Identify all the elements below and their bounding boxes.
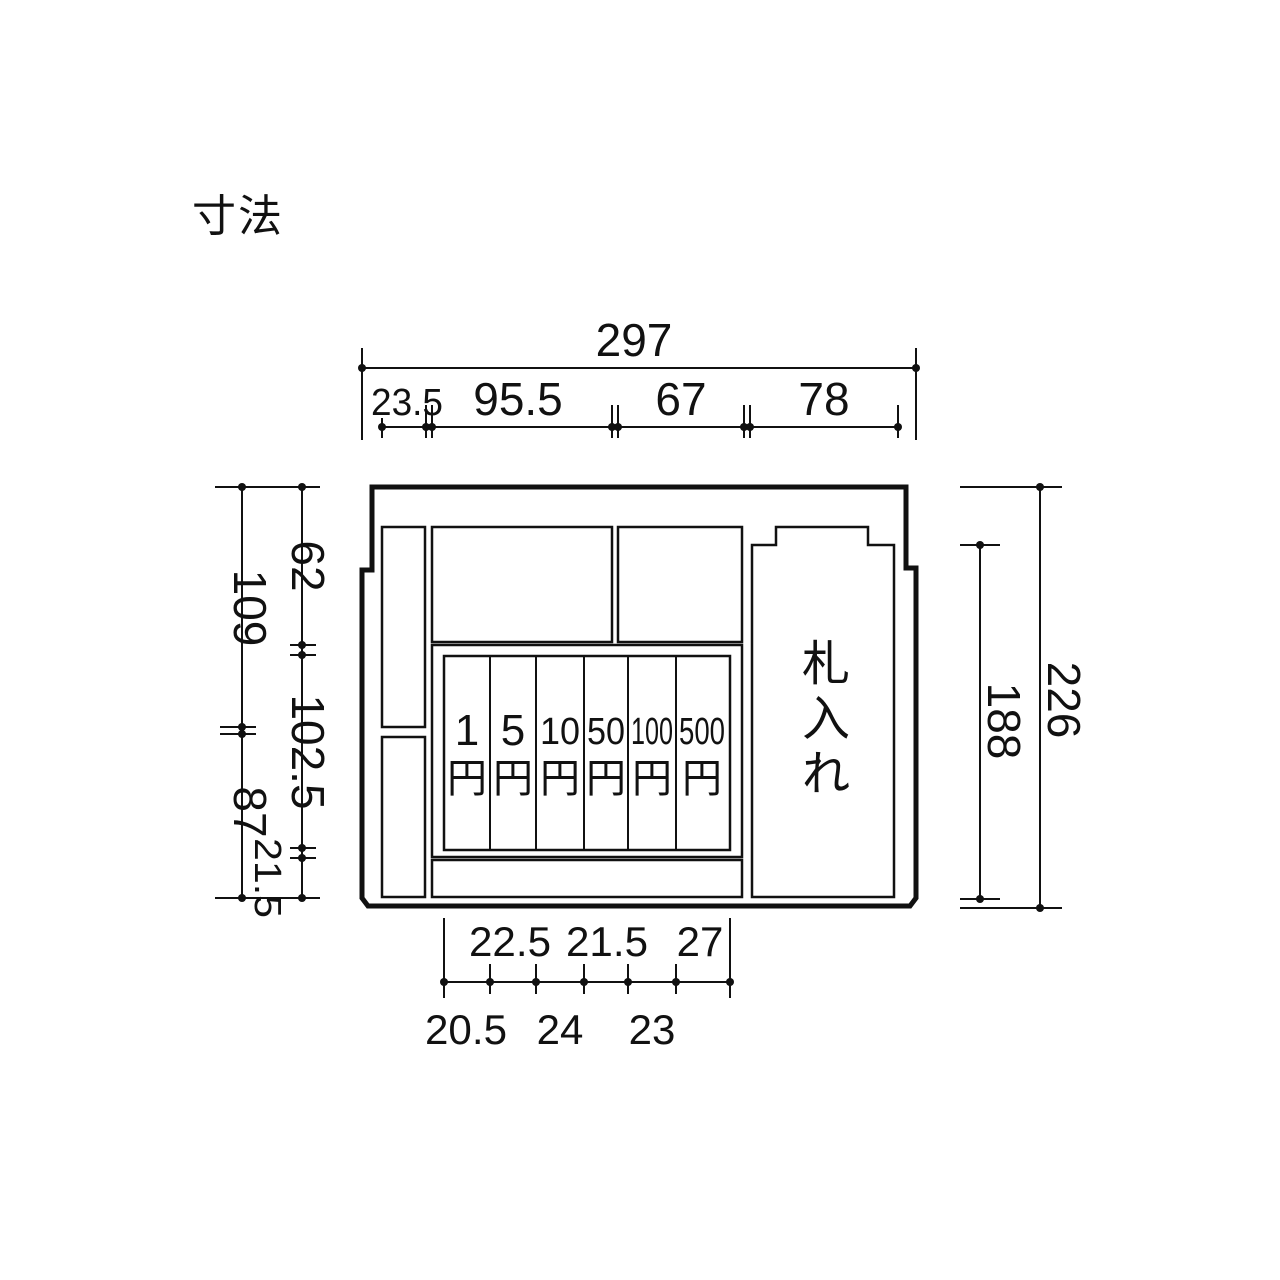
coin-slot-50-unit: 円 — [586, 756, 626, 802]
width-segment-1: 23.5 — [371, 382, 443, 424]
bill-label-char-3: れ — [802, 746, 850, 802]
upper-compartment-1 — [430, 525, 614, 644]
left-dim-102-5: 102.5 — [282, 694, 334, 809]
bottom-lower-dim-20-5: 20.5 — [425, 1006, 507, 1053]
coin-slot-10-value: 10 — [540, 711, 580, 753]
width-segment-4: 78 — [798, 373, 849, 425]
left-dim-87: 87 — [224, 786, 276, 837]
bottom-dimensions: 22.5 21.5 27 20.5 24 23 — [425, 918, 734, 1053]
left-compartment-upper — [380, 525, 427, 729]
width-segment-2: 95.5 — [473, 373, 563, 425]
coin-slot-500-value: 500 — [679, 711, 725, 753]
cash-tray: 1 円 5 円 10 円 50 円 100 円 500 円 札 入 れ — [359, 484, 919, 909]
coin-slot-5-value: 5 — [501, 706, 525, 755]
coin-slot-1: 1 円 — [447, 706, 487, 802]
bottom-compartment — [430, 858, 744, 899]
right-dim-188: 188 — [978, 683, 1030, 760]
coin-slot-50-value: 50 — [587, 711, 625, 753]
upper-compartment-2 — [616, 525, 744, 644]
coin-area-inner — [442, 654, 732, 852]
left-dim-109: 109 — [224, 570, 276, 647]
left-dimensions: 109 87 21.5 62 102.5 — [215, 483, 334, 918]
coin-slot-500: 500 円 — [679, 711, 725, 802]
right-dim-226: 226 — [1038, 662, 1090, 739]
coin-slot-100: 100 円 — [631, 711, 673, 802]
left-dim-21-5: 21.5 — [246, 838, 288, 918]
coin-slot-100-value: 100 — [631, 711, 673, 753]
bottom-lower-dim-24: 24 — [537, 1006, 584, 1053]
coin-slot-10-unit: 円 — [540, 756, 580, 802]
bill-compartment — [750, 525, 896, 899]
bottom-lower-dim-23: 23 — [629, 1006, 676, 1053]
bottom-upper-dim-21-5: 21.5 — [566, 918, 648, 965]
bill-label-char-2: 入 — [802, 691, 850, 747]
left-compartment-lower — [380, 735, 427, 899]
coin-slot-1-value: 1 — [455, 706, 479, 755]
right-dimensions: 188 226 — [960, 483, 1090, 912]
coin-slot-100-unit: 円 — [632, 756, 672, 802]
coin-slot-50: 50 円 — [586, 711, 626, 802]
bottom-upper-dim-27: 27 — [677, 918, 724, 965]
bottom-upper-dim-22-5: 22.5 — [469, 918, 551, 965]
coin-slot-500-unit: 円 — [682, 756, 722, 802]
top-dimensions: 297 23.5 95.5 67 78 — [358, 314, 920, 440]
coin-slot-5: 5 円 — [493, 706, 533, 802]
total-width-label: 297 — [596, 314, 673, 366]
width-segment-3: 67 — [655, 373, 706, 425]
coin-slot-10: 10 円 — [540, 711, 580, 802]
coin-slot-5-unit: 円 — [493, 756, 533, 802]
bill-label-char-1: 札 — [802, 636, 850, 692]
page-title: 寸法 — [192, 191, 284, 242]
left-dim-62: 62 — [282, 540, 334, 591]
coin-slot-1-unit: 円 — [447, 756, 487, 802]
